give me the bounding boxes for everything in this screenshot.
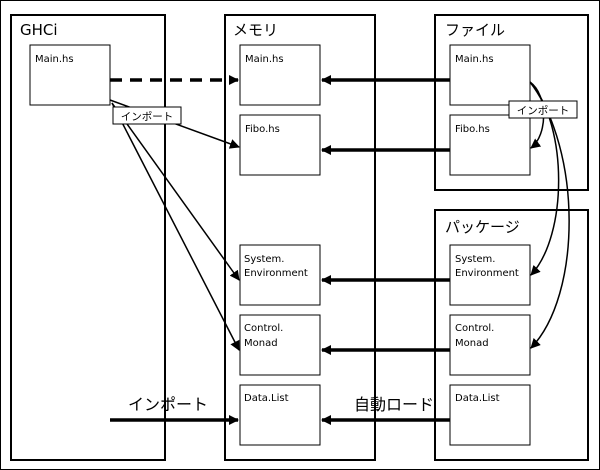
memory-control-monad-module: Control. Monad bbox=[239, 314, 321, 376]
module-label: Control. bbox=[244, 323, 283, 334]
memory-data-list-module: Data.List bbox=[239, 384, 321, 446]
module-label: Environment bbox=[244, 268, 308, 279]
package-system-environment-module: System. Environment bbox=[449, 244, 531, 306]
autoload-label: 自動ロード bbox=[354, 395, 434, 414]
import-line-system-environment bbox=[111, 102, 240, 281]
module-label: Environment bbox=[455, 268, 519, 279]
file-main-module: Main.hs bbox=[449, 44, 531, 106]
package-control-monad-module: Control. Monad bbox=[449, 314, 531, 376]
module-label: Main.hs bbox=[455, 54, 494, 65]
module-label: System. bbox=[455, 254, 495, 265]
module-label: Control. bbox=[455, 323, 494, 334]
module-label: Main.hs bbox=[245, 54, 284, 65]
module-label: Fibo.hs bbox=[245, 124, 280, 135]
module-label: Data.List bbox=[455, 393, 500, 404]
memory-panel bbox=[224, 14, 376, 461]
memory-fibo-module: Fibo.hs bbox=[239, 114, 321, 176]
ghci-main-module: Main.hs bbox=[29, 44, 111, 106]
import-tag-right: インポート bbox=[508, 100, 578, 119]
import-tag-right-text: インポート bbox=[517, 105, 570, 117]
package-data-list-module: Data.List bbox=[449, 384, 531, 446]
module-label: Fibo.hs bbox=[455, 124, 490, 135]
import-tag-left-text: インポート bbox=[121, 111, 174, 123]
packages-panel-title: パッケージ bbox=[445, 218, 520, 236]
ghci-panel-title: GHCi bbox=[20, 21, 58, 39]
module-label: Main.hs bbox=[35, 54, 74, 65]
import-label: インポート bbox=[128, 395, 208, 414]
packages-panel bbox=[434, 209, 589, 461]
module-label: System. bbox=[244, 254, 284, 265]
import-line-control-monad bbox=[111, 102, 240, 351]
ghci-panel bbox=[10, 14, 166, 461]
module-label: Monad bbox=[455, 338, 489, 349]
import-tag-left: インポート bbox=[112, 106, 182, 125]
files-panel bbox=[434, 14, 589, 191]
memory-panel-title: メモリ bbox=[233, 21, 278, 39]
module-label: Monad bbox=[244, 338, 278, 349]
file-fibo-module: Fibo.hs bbox=[449, 114, 531, 176]
files-panel-title: ファイル bbox=[445, 21, 505, 39]
module-label: Data.List bbox=[244, 393, 289, 404]
memory-main-module: Main.hs bbox=[239, 44, 321, 106]
memory-system-environment-module: System. Environment bbox=[239, 244, 321, 306]
